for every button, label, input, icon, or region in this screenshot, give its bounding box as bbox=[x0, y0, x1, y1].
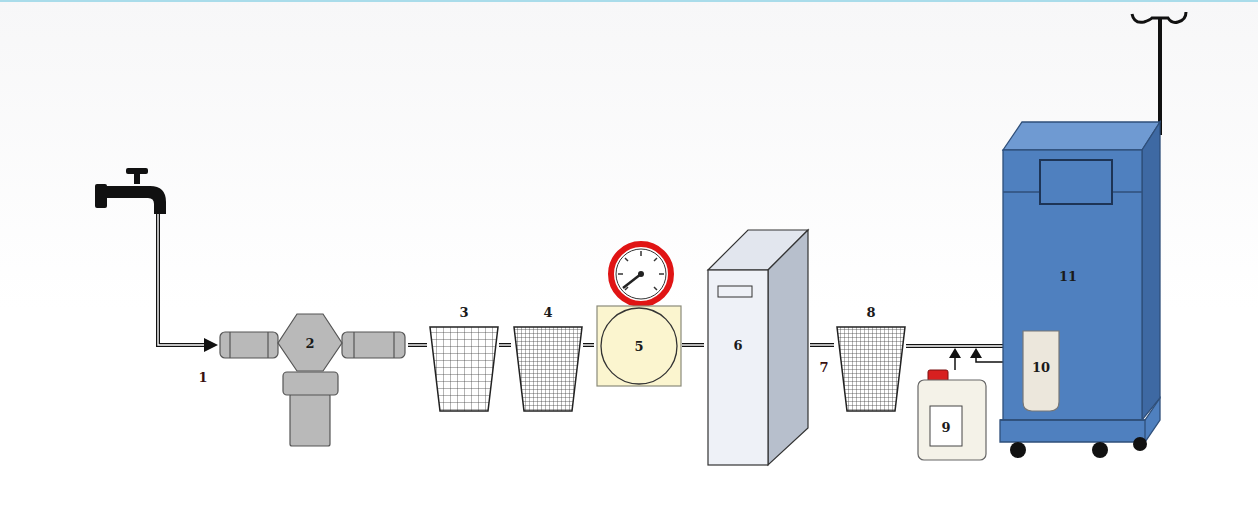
water-tap bbox=[95, 168, 166, 214]
sediment-filter: 2 bbox=[218, 312, 408, 447]
water-pipe bbox=[583, 345, 594, 346]
bicarbonate-cartridge: 10 bbox=[1022, 330, 1060, 412]
water-pipe bbox=[810, 345, 834, 346]
concentrate-arrows bbox=[949, 348, 982, 358]
pressure-gauge bbox=[611, 244, 671, 308]
reverse-osmosis-unit: 6 bbox=[706, 228, 810, 468]
callout-number: 1 bbox=[198, 371, 207, 384]
callout-number: 9 bbox=[941, 421, 950, 434]
fine-filter: 4 bbox=[513, 325, 583, 413]
callout-number: 7 bbox=[819, 361, 828, 374]
dialysis-machine: 11 10 bbox=[996, 8, 1190, 460]
sediment-filter-outline bbox=[218, 312, 408, 447]
water-pipe bbox=[408, 345, 427, 346]
concentrate-canister: 9 bbox=[916, 368, 988, 462]
endotoxin-filter-outline bbox=[836, 325, 906, 413]
callout-number: 11 bbox=[1059, 270, 1077, 283]
callout-number: 8 bbox=[866, 306, 875, 319]
supply-pipe bbox=[158, 214, 218, 352]
concentrate-canister-outline bbox=[916, 368, 988, 462]
booster-pump: 5 bbox=[596, 305, 682, 387]
callout-number: 4 bbox=[543, 306, 552, 319]
water-pipe bbox=[499, 345, 511, 346]
top-rule bbox=[0, 0, 1258, 2]
reverse-osmosis-unit-outline bbox=[706, 228, 810, 468]
fine-filter-outline bbox=[513, 325, 583, 413]
callout-number: 5 bbox=[634, 340, 643, 353]
callout-number: 3 bbox=[459, 306, 468, 319]
carbon-filter-outline bbox=[429, 325, 499, 413]
callout-number: 6 bbox=[733, 339, 742, 352]
callout-number: 2 bbox=[305, 337, 314, 350]
water-pipe bbox=[682, 345, 704, 346]
callout-number: 10 bbox=[1032, 361, 1050, 374]
carbon-filter: 3 bbox=[429, 325, 499, 413]
endotoxin-filter: 8 bbox=[836, 325, 906, 413]
